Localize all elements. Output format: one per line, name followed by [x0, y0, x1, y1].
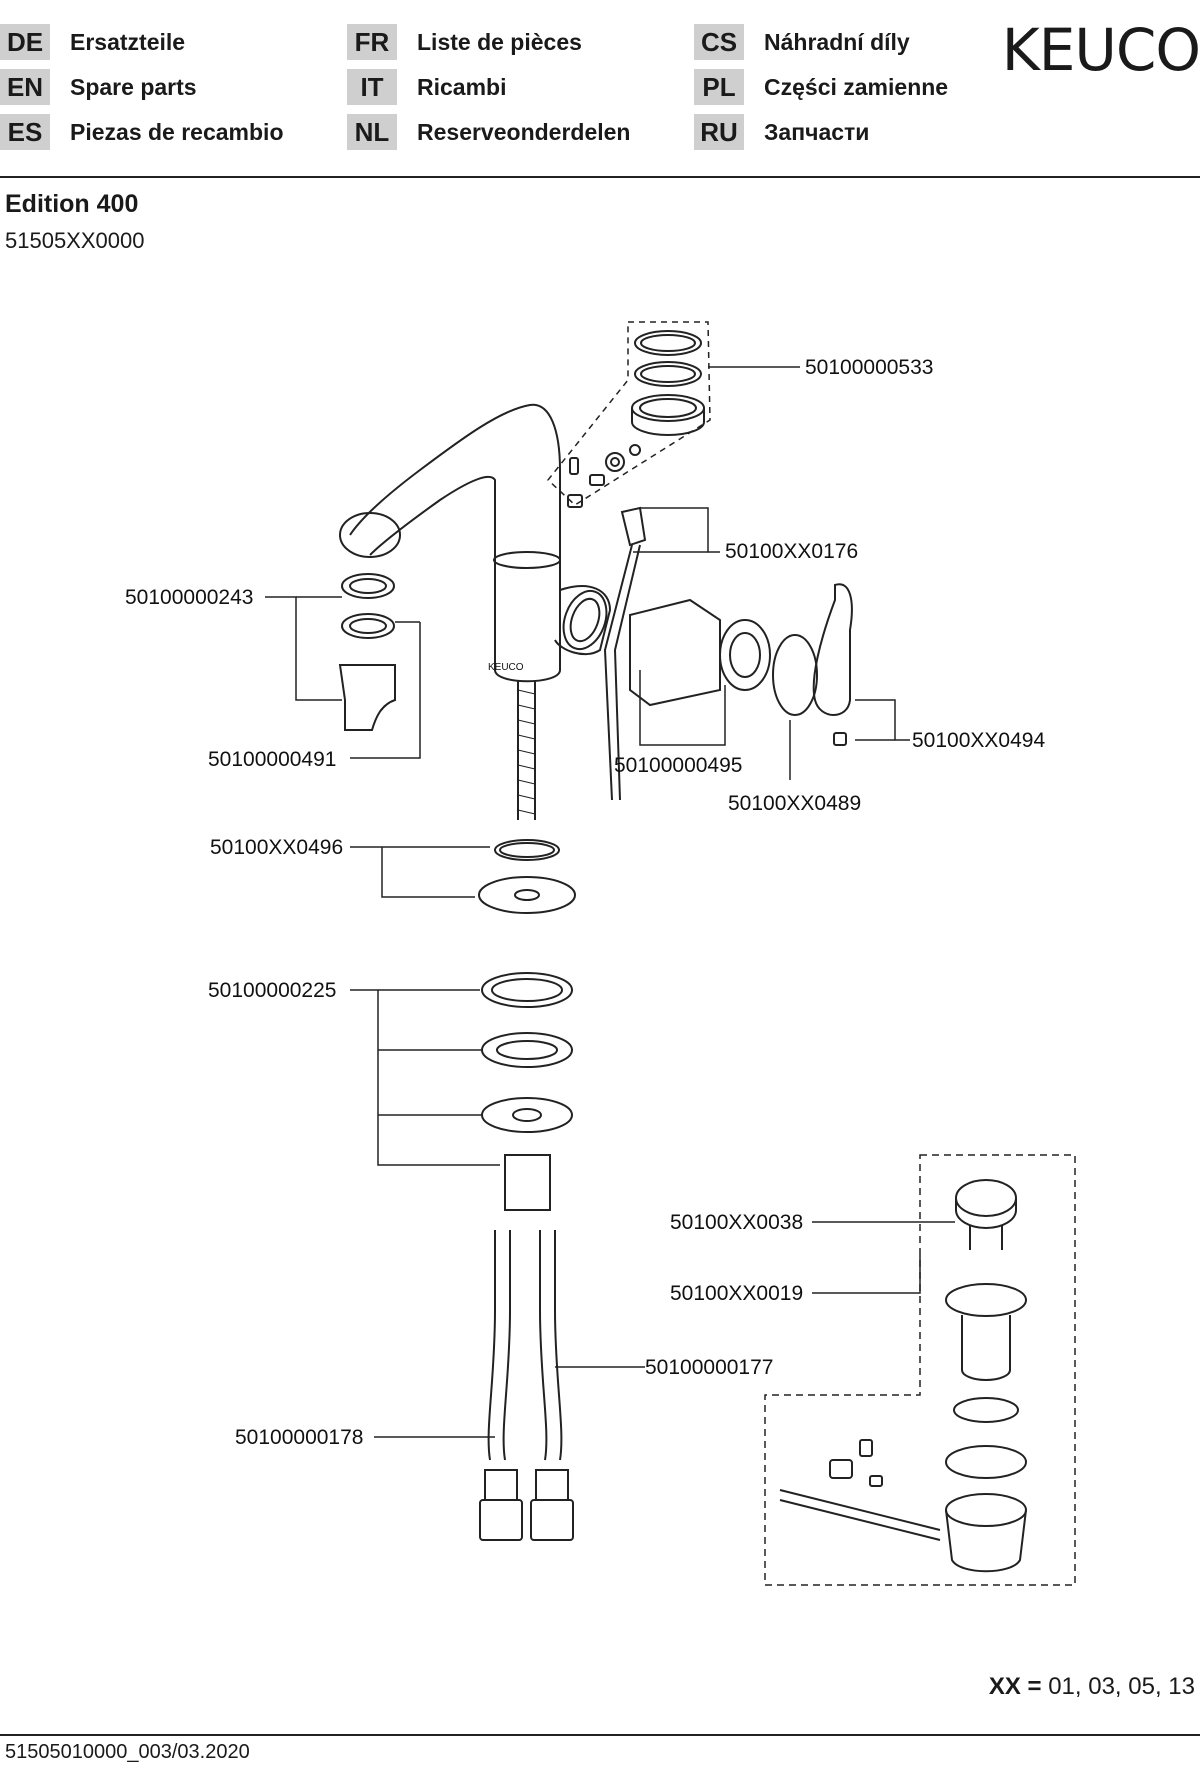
faucet-marking: KEUCO	[488, 662, 524, 673]
lang-code: CS	[694, 24, 744, 60]
lang-label: Náhradní díly	[764, 28, 910, 55]
part-number: 50100000225	[208, 979, 336, 1002]
mounting-stack	[478, 839, 576, 1211]
lang-pl: PL Części zamienne	[694, 69, 948, 105]
lang-label: Liste de pièces	[417, 28, 582, 55]
lang-label: Reserveonderdelen	[417, 118, 631, 145]
lang-en: EN Spare parts	[0, 69, 197, 105]
lang-cs: CS Náhradní díly	[694, 24, 910, 60]
lang-label: Запчасти	[764, 118, 870, 145]
part-number: 50100000495	[614, 754, 742, 777]
product-number: 51505XX0000	[5, 228, 145, 253]
document-id: 51505010000_003/03.2020	[5, 1741, 250, 1763]
part-number: 50100XX0496	[210, 836, 343, 859]
lang-code: NL	[347, 114, 397, 150]
header-divider	[0, 176, 1200, 178]
lang-ru: RU Запчасти	[694, 114, 869, 150]
cartridge-assembly	[629, 583, 853, 746]
lang-code: DE	[0, 24, 50, 60]
variant-values: 01, 03, 05, 13	[1048, 1673, 1195, 1700]
lang-code: IT	[347, 69, 397, 105]
connection-hoses	[479, 1230, 574, 1541]
lang-code: ES	[0, 114, 50, 150]
part-number: 50100XX0176	[725, 540, 858, 563]
lang-code: PL	[694, 69, 744, 105]
language-header: DE Ersatzteile EN Spare parts ES Piezas …	[0, 14, 980, 164]
variant-codes: XX = 01, 03, 05, 13	[989, 1673, 1195, 1701]
lang-label: Ersatzteile	[70, 28, 186, 55]
part-number: 50100000243	[125, 586, 253, 609]
waste-set-group	[764, 1154, 1076, 1586]
faucet-body	[339, 403, 612, 820]
part-number: 50100000178	[235, 1426, 363, 1449]
keuco-logo: KEUCO	[1001, 16, 1200, 84]
lang-label: Spare parts	[70, 73, 197, 100]
lang-es: ES Piezas de recambio	[0, 114, 284, 150]
lang-de: DE Ersatzteile	[0, 24, 185, 60]
part-number: 50100000177	[645, 1356, 773, 1379]
aerator-parts	[338, 573, 396, 731]
lang-label: Części zamienne	[764, 73, 949, 100]
lang-code: FR	[347, 24, 397, 60]
lang-label: Piezas de recambio	[70, 118, 284, 145]
part-number: 50100XX0038	[670, 1211, 803, 1234]
part-number: 50100000491	[208, 748, 336, 771]
part-number: 50100XX0494	[912, 729, 1045, 752]
part-number: 50100000533	[805, 356, 933, 379]
product-name: Edition 400	[5, 190, 139, 218]
lang-code: RU	[694, 114, 744, 150]
footer-divider	[0, 1734, 1200, 1736]
lang-it: IT Ricambi	[347, 69, 506, 105]
lang-fr: FR Liste de pièces	[347, 24, 582, 60]
lang-label: Ricambi	[417, 73, 507, 100]
lang-nl: NL Reserveonderdelen	[347, 114, 630, 150]
variant-label: XX =	[988, 1673, 1042, 1700]
leader-lines	[265, 366, 955, 1438]
part-number: 50100XX0019	[670, 1282, 803, 1305]
part-number: 50100XX0489	[728, 792, 861, 815]
pop-up-rod	[603, 506, 647, 801]
aerator-insert-group	[546, 321, 711, 508]
lang-code: EN	[0, 69, 50, 105]
